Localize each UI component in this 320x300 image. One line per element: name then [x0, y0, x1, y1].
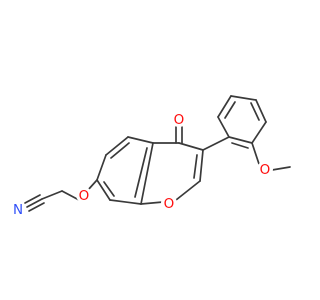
structure-diagram: O O O O N	[10, 95, 291, 218]
bond-c1p-c2p	[228, 136, 253, 144]
bond-c3-c2-inner	[193, 154, 198, 179]
bond-c1p-c2p-inner	[231, 142, 249, 149]
bond-c5p-c6p-inner	[224, 101, 236, 119]
bond-c5-c6	[105, 136, 129, 156]
bond-c4a-c5	[127, 136, 154, 144]
bond-c5p-c6p	[217, 95, 232, 118]
bond-ch2-cnitrile	[41, 190, 63, 200]
atom-o-ketone: O	[174, 112, 185, 128]
bond-c3-c2	[199, 149, 204, 182]
molecule-canvas: O O O O N	[10, 95, 291, 218]
bond-c2-o1	[175, 180, 201, 201]
bond-cn-triple-3	[28, 202, 45, 212]
atom-n-nitrile: N	[13, 202, 23, 218]
bond-cn-triple-2	[24, 194, 41, 204]
atom-labels: O O O O N	[10, 111, 273, 218]
bond-c6-c7	[96, 154, 107, 181]
bond-c3p-c4p	[255, 99, 267, 123]
atom-o-methoxy: O	[260, 162, 271, 178]
bond-c7-c8-inner	[103, 181, 115, 197]
bond-c6p-c1p	[217, 116, 230, 138]
bond-c5-c6-inner	[110, 142, 130, 159]
bond-o1-c8a	[140, 201, 164, 205]
bond-c2p-c3p	[251, 121, 267, 144]
bond-c7-c8	[96, 179, 111, 201]
atom-o-ether: O	[79, 188, 90, 204]
bond-cn-triple-1	[26, 198, 43, 208]
bond-c3p-c4p-inner	[250, 102, 260, 121]
bond-c8a-c4a	[140, 142, 154, 205]
bond-c4p-c5p	[230, 95, 257, 101]
bond-c4-c3	[178, 142, 204, 151]
bond-oether-ch2	[61, 190, 80, 201]
bond-c2p-omethoxy	[251, 142, 260, 165]
bond-c3-c1p	[202, 136, 230, 151]
bond-c8a-c4a-inner	[134, 147, 148, 198]
bonds	[24, 95, 291, 212]
atom-o-ring: O	[164, 196, 175, 212]
bond-c7-oether	[87, 179, 98, 191]
bond-omethoxy-ch3	[271, 166, 291, 171]
bond-c8-c8a	[109, 199, 142, 205]
